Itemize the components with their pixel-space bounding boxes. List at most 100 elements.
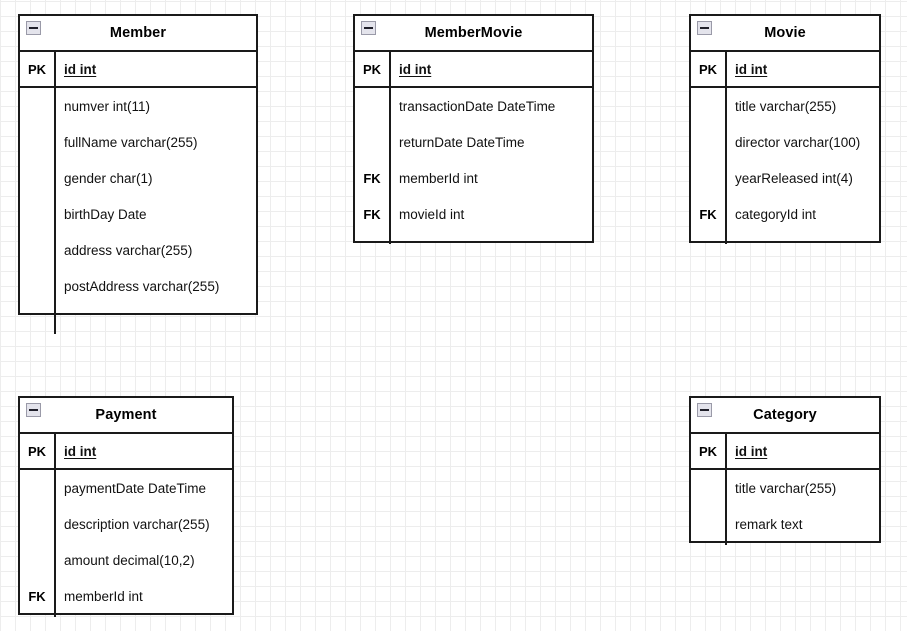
field-name: movieId int: [399, 206, 465, 222]
field-name: postAddress varchar(255): [64, 278, 220, 294]
field-name: gender char(1): [64, 170, 153, 186]
key-badge-none: [20, 232, 56, 268]
field-name: yearReleased int(4): [735, 170, 853, 186]
collapse-minus-icon[interactable]: [26, 403, 41, 417]
entity-title: Member: [109, 24, 167, 41]
attribute-row[interactable]: FK memberId int: [20, 578, 232, 614]
attribute-row[interactable]: FK movieId int: [355, 196, 592, 232]
field-column-filler: [727, 232, 879, 244]
key-badge-none: [20, 124, 56, 160]
entity-title: Category: [753, 406, 817, 423]
key-badge-none: [691, 470, 727, 506]
key-badge-fk: FK: [691, 196, 727, 232]
attribute-row[interactable]: postAddress varchar(255): [20, 268, 256, 304]
key-column-filler: [20, 304, 56, 334]
key-badge-pk: PK: [691, 52, 727, 86]
key-badge-none: [20, 160, 56, 196]
field-column-filler: [727, 542, 879, 545]
field-name: director varchar(100): [735, 134, 861, 150]
field-name: id int: [735, 61, 768, 77]
key-badge-fk: FK: [355, 196, 391, 232]
field-name: description varchar(255): [64, 516, 210, 532]
key-badge-none: [20, 268, 56, 304]
key-badge-none: [355, 124, 391, 160]
attribute-row[interactable]: title varchar(255): [691, 470, 879, 506]
attribute-row[interactable]: remark text: [691, 506, 879, 542]
attribute-row[interactable]: yearReleased int(4): [691, 160, 879, 196]
entity-title: Movie: [764, 24, 806, 41]
key-badge-none: [355, 88, 391, 124]
field-name: address varchar(255): [64, 242, 193, 258]
key-badge-pk: PK: [20, 434, 56, 468]
attribute-row[interactable]: title varchar(255): [691, 88, 879, 124]
primary-key-row[interactable]: PK id int: [691, 52, 879, 88]
attribute-row[interactable]: director varchar(100): [691, 124, 879, 160]
field-name: birthDay Date: [64, 206, 147, 222]
key-badge-pk: PK: [355, 52, 391, 86]
field-name: title varchar(255): [735, 98, 837, 114]
attribute-row[interactable]: gender char(1): [20, 160, 256, 196]
entity-header-payment[interactable]: Payment: [20, 398, 232, 434]
key-badge-pk: PK: [691, 434, 727, 468]
entity-filler: [20, 304, 256, 334]
entity-title: MemberMovie: [424, 24, 523, 41]
field-name: title varchar(255): [735, 480, 837, 496]
attribute-row[interactable]: transactionDate DateTime: [355, 88, 592, 124]
field-name: transactionDate DateTime: [399, 98, 556, 114]
key-badge-none: [691, 160, 727, 196]
key-column-filler: [355, 232, 391, 244]
key-badge-fk: FK: [20, 578, 56, 614]
key-badge-none: [691, 506, 727, 542]
collapse-minus-icon[interactable]: [697, 21, 712, 35]
attribute-row[interactable]: birthDay Date: [20, 196, 256, 232]
key-badge-none: [20, 196, 56, 232]
field-name: paymentDate DateTime: [64, 480, 207, 496]
field-name: categoryId int: [735, 206, 817, 222]
primary-key-row[interactable]: PK id int: [691, 434, 879, 470]
field-name: amount decimal(10,2): [64, 552, 195, 568]
attribute-row[interactable]: numver int(11): [20, 88, 256, 124]
field-name: memberId int: [399, 170, 478, 186]
key-badge-none: [20, 88, 56, 124]
key-badge-none: [20, 542, 56, 578]
collapse-minus-icon[interactable]: [361, 21, 376, 35]
collapse-minus-icon[interactable]: [26, 21, 41, 35]
collapse-minus-icon[interactable]: [697, 403, 712, 417]
key-column-filler: [691, 232, 727, 244]
attribute-row[interactable]: address varchar(255): [20, 232, 256, 268]
entity-header-member[interactable]: Member: [20, 16, 256, 52]
field-name: id int: [735, 443, 768, 459]
entity-header-movie[interactable]: Movie: [691, 16, 879, 52]
field-name: numver int(11): [64, 98, 151, 114]
attribute-row[interactable]: FK categoryId int: [691, 196, 879, 232]
key-badge-none: [691, 88, 727, 124]
key-badge-none: [20, 506, 56, 542]
entity-header-category[interactable]: Category: [691, 398, 879, 434]
key-badge-pk: PK: [20, 52, 56, 86]
entity-header-membermovie[interactable]: MemberMovie: [355, 16, 592, 52]
attribute-row[interactable]: paymentDate DateTime: [20, 470, 232, 506]
attribute-row[interactable]: fullName varchar(255): [20, 124, 256, 160]
entity-filler: [20, 614, 232, 617]
field-name: memberId int: [64, 588, 143, 604]
field-column-filler: [391, 232, 592, 244]
entity-filler: [355, 232, 592, 244]
attribute-row[interactable]: amount decimal(10,2): [20, 542, 232, 578]
field-name: returnDate DateTime: [399, 134, 525, 150]
field-column-filler: [56, 304, 256, 334]
field-name: remark text: [735, 516, 803, 532]
key-badge-none: [691, 124, 727, 160]
attribute-row[interactable]: returnDate DateTime: [355, 124, 592, 160]
key-badge-none: [20, 470, 56, 506]
attribute-row[interactable]: description varchar(255): [20, 506, 232, 542]
key-column-filler: [20, 614, 56, 617]
